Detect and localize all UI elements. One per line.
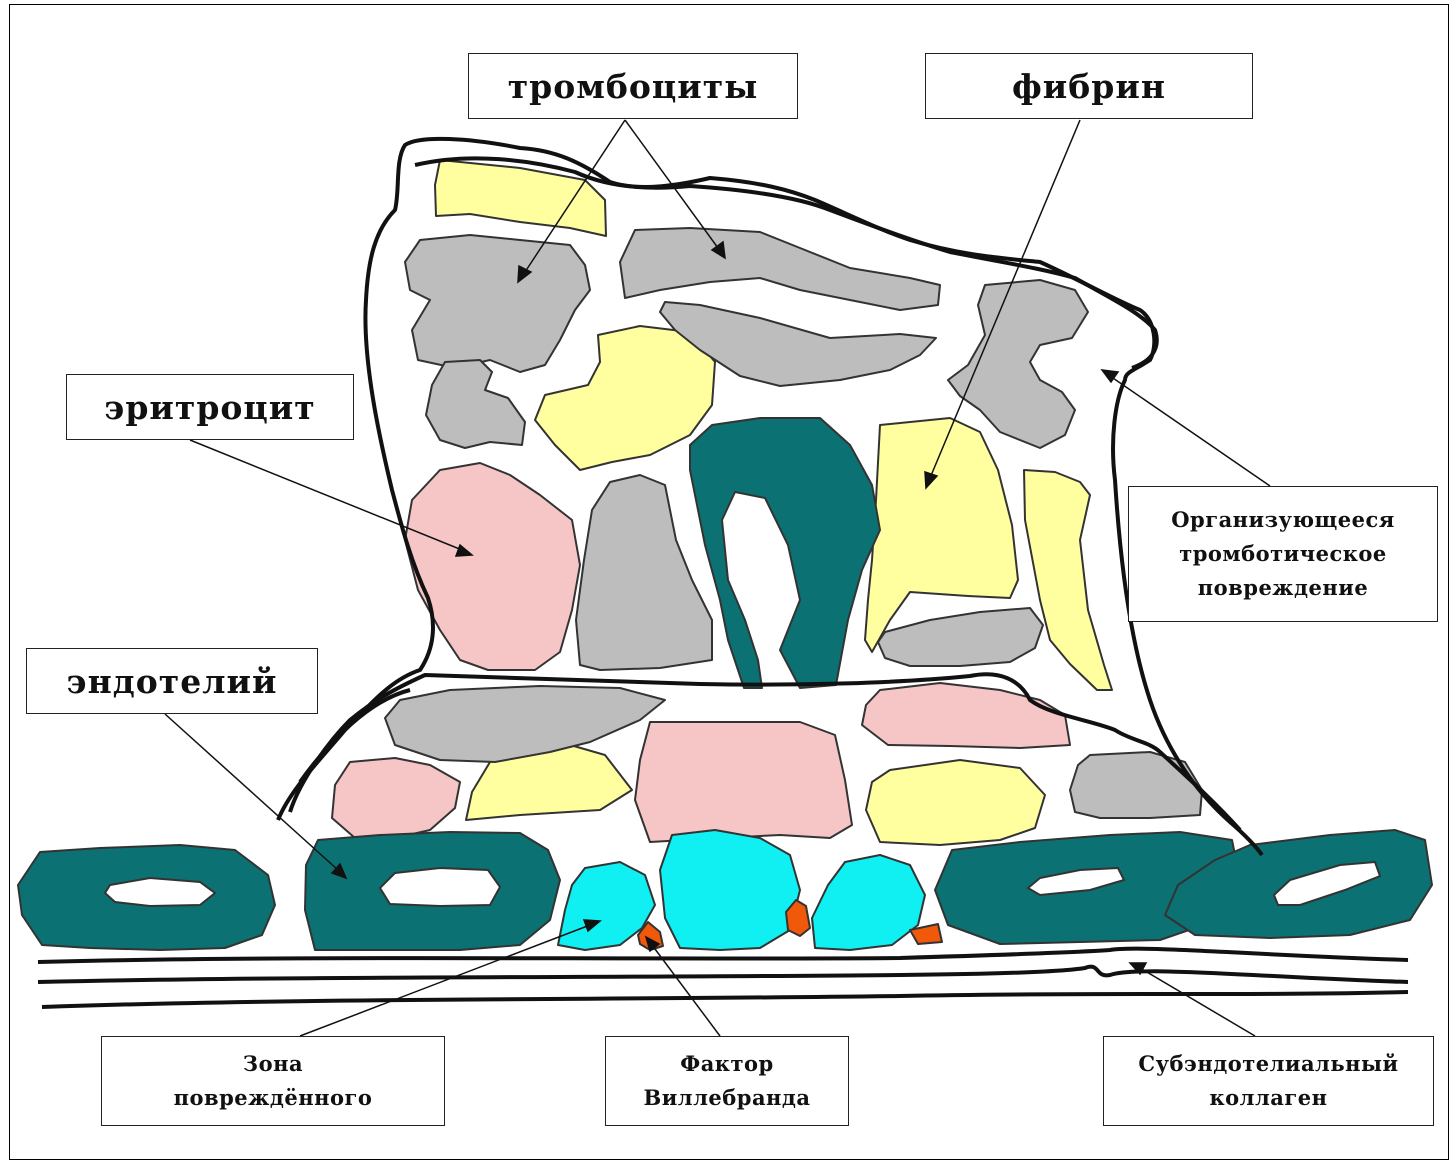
fibrin-strand — [535, 326, 715, 470]
label-subendothelial-collagen: Субэндотелиальный коллаген — [1103, 1036, 1434, 1126]
platelet — [405, 235, 590, 372]
label-von-willebrand: Фактор Виллебранда — [605, 1036, 849, 1126]
label-platelets: тромбоциты — [468, 53, 798, 119]
platelet — [385, 686, 665, 762]
endothelial-nucleus — [380, 868, 500, 906]
erythrocyte — [635, 722, 852, 842]
collagen-fiber — [38, 967, 1408, 982]
erythrocyte — [862, 683, 1070, 748]
endothelial-cell — [690, 418, 880, 688]
fibrin-strand — [435, 160, 606, 236]
label-organizing-lesion: Организующееся тромботическое повреждени… — [1128, 486, 1438, 622]
pointer-line — [1140, 968, 1255, 1036]
damaged-cell — [660, 830, 800, 950]
platelet — [878, 608, 1043, 666]
pointer-line — [1110, 376, 1270, 486]
platelet — [620, 228, 940, 310]
label-erythrocyte: эритроцит — [66, 374, 354, 440]
fibrin-strand — [866, 760, 1045, 845]
platelet — [948, 280, 1088, 448]
label-fibrin: фибрин — [925, 53, 1253, 119]
label-damaged-zone: Зона повреждённого — [101, 1036, 445, 1126]
label-endothelium: эндотелий — [26, 648, 318, 714]
endothelial-nucleus — [105, 878, 215, 906]
platelet — [576, 475, 712, 670]
erythrocyte — [332, 758, 460, 838]
platelet — [1070, 752, 1202, 818]
fibrin-strand — [1024, 470, 1112, 690]
damaged-cell — [812, 855, 925, 950]
platelet — [426, 360, 525, 448]
